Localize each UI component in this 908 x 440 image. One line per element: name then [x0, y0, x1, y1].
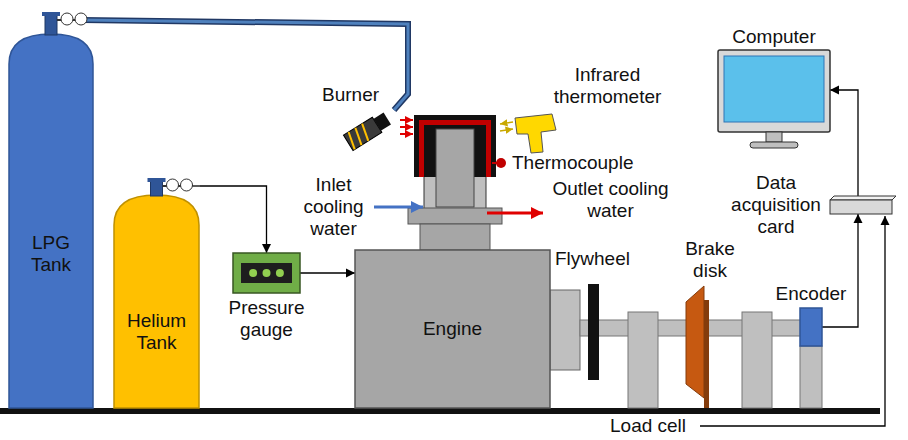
- burner-label: Burner: [322, 84, 379, 106]
- regulator-dial: [75, 13, 87, 25]
- flywheel-label: Flywheel: [555, 248, 630, 270]
- node-label: LPG Tank: [23, 232, 79, 276]
- regulator-dial: [167, 179, 179, 191]
- monitor-screen: [724, 56, 824, 122]
- node-label: Helium Tank: [122, 310, 192, 354]
- pressure-gauge-shape: [233, 253, 300, 293]
- tank-valve: [45, 14, 57, 35]
- signal-connector: [300, 272, 355, 273]
- pressure-gauge: Pressure gauge: [233, 253, 300, 293]
- regulator-dial: [181, 179, 193, 191]
- gauge-led: [249, 269, 257, 277]
- ir-beam: [500, 129, 513, 131]
- burner-stripe: [359, 124, 372, 141]
- flame-arrow: [400, 119, 413, 121]
- tank-body: [9, 34, 93, 408]
- card-front: [830, 200, 892, 214]
- valve-handle: [42, 12, 60, 16]
- gas-pipe: [82, 20, 408, 110]
- encoder: Encoder: [800, 308, 822, 346]
- valve-handle: [148, 178, 166, 182]
- gas-line: [193, 185, 201, 186]
- lpg-tank-shape: [8, 12, 94, 408]
- card-top: [830, 196, 896, 200]
- daq-card-shape: [830, 196, 896, 214]
- thermocouple-probe: [496, 158, 506, 168]
- tank-valve: [151, 180, 163, 196]
- node-label: Encoder: [771, 283, 851, 305]
- monitor-stand: [766, 132, 782, 142]
- monitor-frame: [718, 50, 830, 132]
- flame-arrow: [400, 133, 413, 135]
- node-label: Data acquisition card: [726, 172, 826, 238]
- cylinder-head: [436, 129, 474, 207]
- load-cell-arm: [704, 300, 709, 408]
- gauge-display: [241, 263, 292, 283]
- encoder-shape: [800, 308, 822, 346]
- gauge-case: [233, 253, 300, 293]
- ir-beam: [500, 122, 513, 124]
- node-label: Engine: [415, 318, 490, 340]
- burner-stripe: [345, 132, 358, 149]
- outlet-water-arrow: [487, 212, 543, 215]
- brake-disk-label: Brake disk: [680, 238, 740, 282]
- burner-nozzle: [373, 113, 391, 131]
- inlet-water-arrow: [374, 206, 423, 209]
- encoder-body: [800, 308, 822, 346]
- gas-pipe: [82, 20, 408, 110]
- helium-tank-shape: [113, 178, 200, 408]
- regulator-dial: [61, 13, 73, 25]
- bearing-block: [628, 312, 658, 408]
- tank-body: [114, 195, 199, 408]
- node-label: Pressure gauge: [219, 297, 315, 341]
- daq-card: Data acquisition card: [830, 196, 896, 214]
- infrared-gun: [515, 114, 556, 153]
- signal-connector: [830, 90, 858, 196]
- lpg-tank: LPG Tank: [8, 12, 94, 408]
- gauge-led: [263, 269, 271, 277]
- load-cell-label: Load cell: [610, 415, 686, 437]
- engine-block: Engine: [355, 250, 550, 408]
- engine-body: [355, 250, 550, 408]
- node-label: Computer: [718, 26, 830, 48]
- inlet-water-label: Inlet cooling water: [296, 174, 371, 240]
- burner: [343, 111, 392, 151]
- brake-disk: [686, 286, 704, 398]
- outlet-water-label: Outlet cooling water: [548, 178, 673, 222]
- encoder-mount: [800, 346, 822, 408]
- monitor-base: [750, 142, 798, 148]
- ground-line: [0, 408, 880, 414]
- crankcase-neck: [420, 224, 490, 250]
- gauge-led: [276, 269, 284, 277]
- bearing-block: [742, 312, 772, 408]
- helium-tank: Helium Tank: [113, 178, 200, 408]
- cylinder-flange: [408, 208, 502, 224]
- coupling-housing: [550, 290, 580, 370]
- flywheel: [588, 284, 599, 380]
- computer-monitor: Computer: [718, 26, 830, 150]
- burner-stripe: [352, 128, 365, 145]
- signal-connector: [822, 214, 858, 327]
- flame-arrow: [400, 126, 413, 128]
- thermometer-label: Infrared thermometer: [545, 64, 670, 108]
- signal-connector: [200, 186, 267, 253]
- thermocouple-label: Thermocouple: [512, 152, 633, 174]
